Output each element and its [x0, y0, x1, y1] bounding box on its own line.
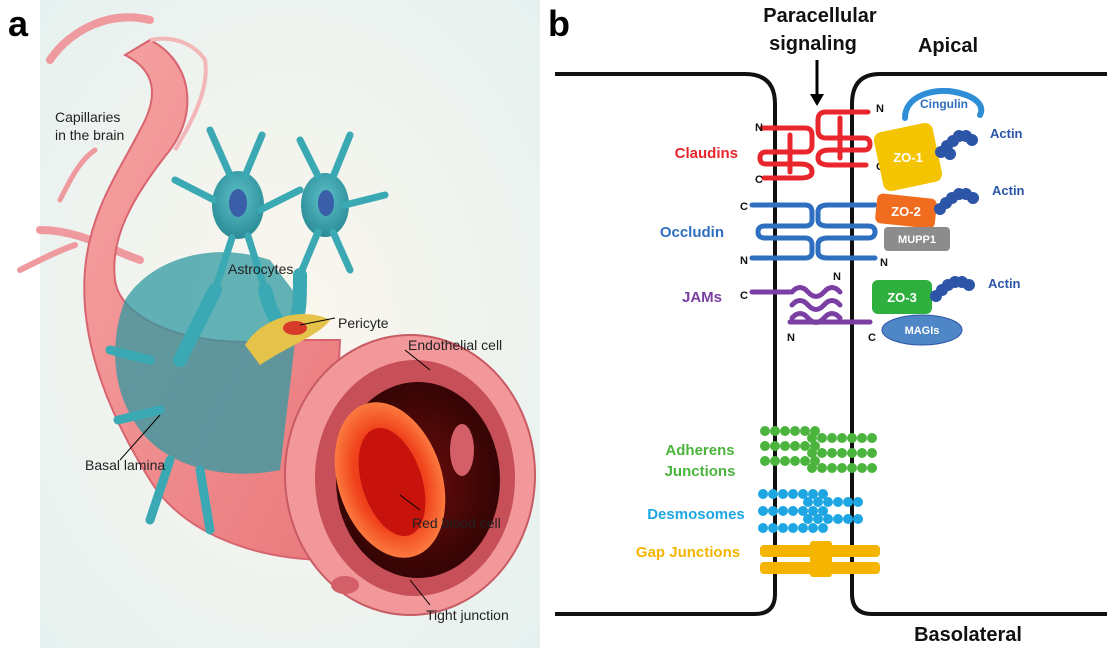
- occludin-terminal-n-left: N: [740, 255, 748, 267]
- label-zo2: ZO-2: [891, 204, 921, 219]
- actin-filament-1: [935, 130, 978, 160]
- jam-terminal-c-right: C: [868, 332, 876, 344]
- claudin-terminal-n-left: N: [755, 122, 763, 134]
- label-adherens-line2: Junctions: [665, 463, 736, 480]
- label-paracellular-line2: signaling: [769, 33, 857, 55]
- label-pericyte: Pericyte: [338, 315, 389, 331]
- label-astrocytes: Astrocytes: [228, 261, 293, 277]
- red-blood-cell: [334, 402, 446, 558]
- label-occludin: Occludin: [660, 224, 724, 241]
- jam-terminal-n-left: N: [787, 332, 795, 344]
- label-gap-junctions: Gap Junctions: [636, 544, 740, 561]
- label-actin-3: Actin: [988, 276, 1021, 291]
- label-zo1: ZO-1: [893, 150, 923, 165]
- jam-terminal-c-left: C: [740, 290, 748, 302]
- occludin-terminal-n-right: N: [880, 257, 888, 269]
- label-tight-junction: Tight junction: [426, 607, 509, 623]
- desmosome-beads: [758, 489, 863, 533]
- label-basal-lamina: Basal lamina: [85, 457, 165, 473]
- mupp1-protein: MUPP1: [884, 227, 950, 251]
- astrocyte-2: [296, 131, 389, 279]
- label-cingulin: Cingulin: [920, 97, 968, 111]
- claudin-terminal-c-left: C: [755, 174, 763, 186]
- label-capillaries-line2: in the brain: [55, 127, 124, 143]
- actin-filament-3: [930, 276, 975, 302]
- label-magis: MAGIs: [905, 325, 940, 337]
- label-endothelial-cell: Endothelial cell: [408, 337, 502, 353]
- gap-junction-channels: [760, 541, 880, 577]
- occludin-strands: [749, 202, 878, 261]
- label-apical: Apical: [918, 35, 978, 57]
- actin-filament-2: [934, 188, 979, 215]
- jams-strands: [749, 285, 873, 325]
- label-paracellular-line1: Paracellular: [763, 5, 877, 27]
- panel-a-bbb-illustration: a: [8, 0, 540, 648]
- claudins-strands: [757, 109, 873, 181]
- label-adherens-line1: Adherens: [665, 442, 734, 459]
- right-cell-membrane: [850, 72, 1107, 616]
- paracellular-arrow: [810, 60, 824, 106]
- astrocyte-cells: [105, 126, 389, 535]
- label-zo3: ZO-3: [887, 290, 917, 305]
- label-claudins: Claudins: [675, 145, 738, 162]
- vessel-cross-section: [284, 334, 536, 616]
- magis-protein: MAGIs: [881, 314, 963, 346]
- label-actin-2: Actin: [992, 183, 1025, 198]
- leader-lines: [119, 317, 431, 606]
- zo3-protein: ZO-3: [872, 280, 932, 314]
- label-actin-1: Actin: [990, 126, 1023, 141]
- panel-letter-b: b: [548, 3, 570, 44]
- left-cell-membrane: [555, 72, 777, 616]
- label-capillaries-line1: Capillaries: [55, 109, 120, 125]
- claudin-terminal-n-right: N: [876, 103, 884, 115]
- label-jams: JAMs: [682, 289, 722, 306]
- panel-letter-a: a: [8, 3, 29, 44]
- label-basolateral: Basolateral: [914, 624, 1022, 646]
- cell-membranes: [555, 72, 1107, 616]
- zo2-protein: ZO-2: [875, 193, 937, 229]
- astrocyte-1: [171, 126, 304, 294]
- zo1-protein: ZO-1: [873, 122, 943, 192]
- occludin-terminal-c-left: C: [740, 201, 748, 213]
- basal-lamina-sheath: [115, 252, 300, 474]
- panel-b-junction-diagram: b Paracellular signaling Apical Basolate…: [548, 3, 1107, 646]
- label-mupp1: MUPP1: [898, 234, 936, 246]
- cingulin-protein: Cingulin: [902, 88, 985, 121]
- label-desmosomes: Desmosomes: [647, 506, 745, 523]
- adherens-junction-beads: [760, 426, 877, 473]
- jam-terminal-n-right: N: [833, 271, 841, 283]
- label-red-blood-cell: Red blood cell: [412, 515, 501, 531]
